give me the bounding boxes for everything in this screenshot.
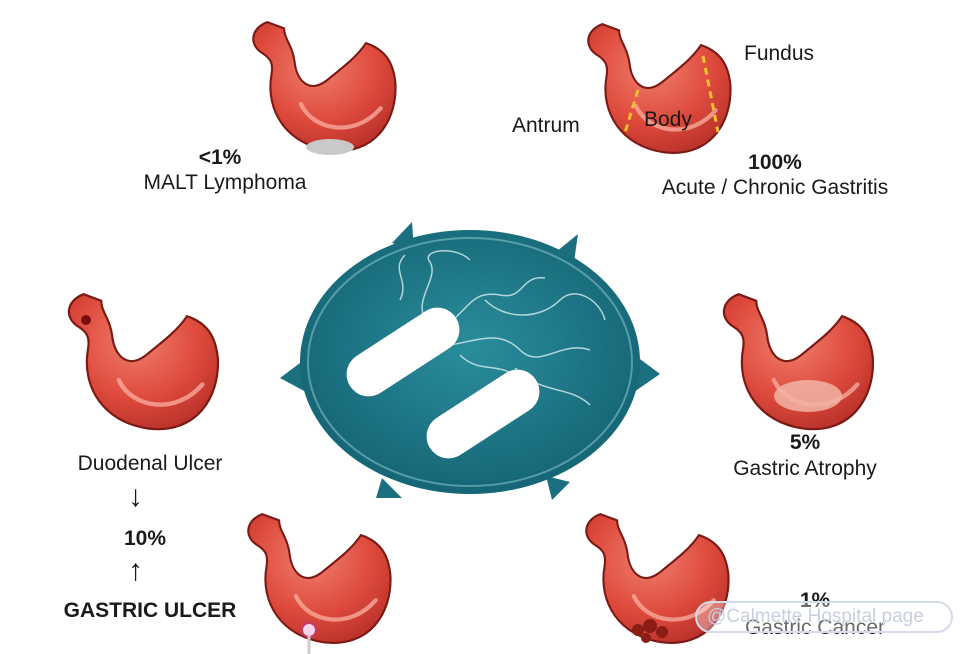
malt-label: MALT Lymphoma xyxy=(143,171,307,194)
atrophy-percent: 5% xyxy=(789,431,821,454)
antrum-label: Antrum xyxy=(512,114,580,137)
cancer-percent: 1% xyxy=(799,589,831,612)
stomach-ulcer-icon xyxy=(248,514,390,654)
antrum-boundary-line xyxy=(622,89,640,137)
tumor-mass-icon xyxy=(632,619,668,643)
duodenal-label: Duodenal Ulcer xyxy=(77,452,223,475)
fundus-label: Fundus xyxy=(744,42,815,65)
atrophy-patch-icon xyxy=(774,380,842,412)
lymphoma-mass-icon xyxy=(306,139,354,155)
ulcer-spot-icon xyxy=(301,622,317,638)
stomach-atrophy-icon xyxy=(724,294,873,429)
ulcer-label: GASTRIC ULCER xyxy=(63,599,237,622)
cancer-label: Gastric Cancer xyxy=(744,616,886,639)
atrophy-label: Gastric Atrophy xyxy=(733,457,877,480)
arrow-down-icon: ↓ xyxy=(128,480,143,513)
gastritis-label: Acute / Chronic Gastritis xyxy=(661,176,889,199)
stomach-malt-icon xyxy=(253,22,395,155)
gastritis-percent: 100% xyxy=(748,151,802,174)
stomach-cancer-icon xyxy=(586,514,728,643)
duodenal-ulcer-spot-icon xyxy=(81,315,91,325)
h-pylori-bacteria-icon xyxy=(280,222,660,500)
body-label: Body xyxy=(644,108,692,131)
ulcer-percent: 10% xyxy=(123,527,167,550)
arrow-up-icon: ↑ xyxy=(128,554,143,587)
malt-percent: <1% xyxy=(198,146,242,169)
stomach-gastritis-icon xyxy=(588,24,730,153)
watermark-badge: @Calmette Hospital page xyxy=(695,601,953,633)
fundus-boundary-line xyxy=(701,55,720,133)
stomach-duodenal-icon xyxy=(69,294,218,429)
